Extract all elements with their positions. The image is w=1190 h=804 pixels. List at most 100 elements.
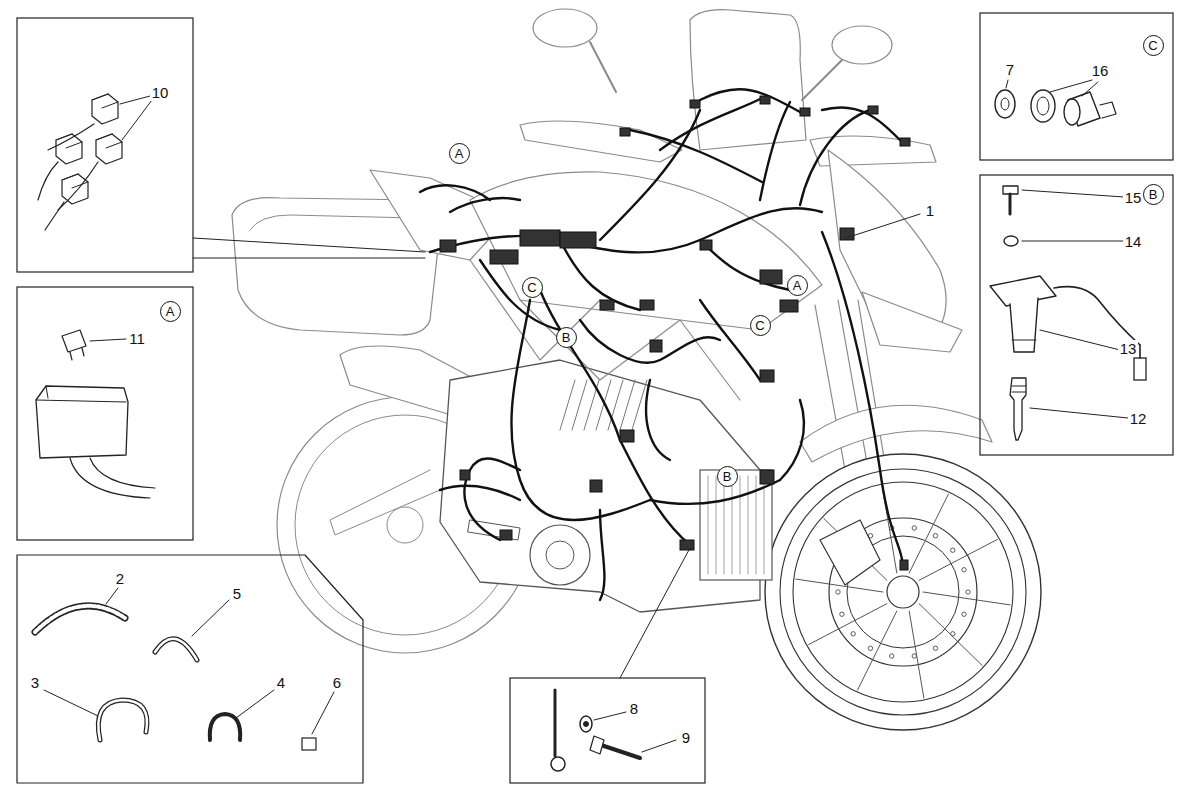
harness-wire <box>420 185 490 200</box>
connector <box>560 232 596 248</box>
callout-number: 4 <box>275 674 287 691</box>
callout-number: 14 <box>1123 233 1144 250</box>
disc-hole <box>951 548 955 552</box>
ground-wire <box>554 690 557 756</box>
circled-letter: C <box>522 277 543 298</box>
callout-letter: B <box>1149 188 1158 201</box>
screw-head <box>590 736 604 754</box>
harness-wire <box>464 458 520 540</box>
harness-wire <box>780 400 804 480</box>
disc-hole <box>933 534 937 538</box>
relay-wire <box>48 124 94 150</box>
disc-hole <box>966 590 970 594</box>
harness-wire <box>600 110 700 240</box>
connector <box>640 300 654 310</box>
disc-hole <box>933 646 937 650</box>
harness-wire <box>800 110 870 205</box>
leader-line <box>846 214 920 238</box>
right-mirror <box>832 26 892 64</box>
leader-line <box>44 690 98 716</box>
callout-letter: C <box>1148 39 1157 52</box>
connector <box>600 300 614 310</box>
disc-hole <box>962 612 966 616</box>
callout-letter: A <box>793 279 802 292</box>
screw-shank <box>598 744 640 758</box>
radiator-fin <box>740 476 741 574</box>
connector <box>460 470 470 480</box>
socket-face <box>1064 99 1080 125</box>
circled-letter: C <box>1143 35 1164 56</box>
engine-cover <box>530 525 590 585</box>
disc-hole <box>912 654 916 658</box>
connector <box>620 128 630 136</box>
connector <box>800 108 810 116</box>
callout-letter: C <box>527 281 536 294</box>
harness-wire <box>440 486 520 500</box>
washer <box>1004 236 1018 246</box>
leader-line <box>193 238 425 252</box>
connector <box>520 230 560 246</box>
harness-wire <box>560 240 640 310</box>
coil-band <box>1012 340 1036 341</box>
connector <box>868 106 878 114</box>
circled-letter: A <box>160 301 181 322</box>
relay-edge <box>56 134 82 148</box>
connector <box>760 96 770 104</box>
washer <box>580 716 592 732</box>
harness-wire <box>580 320 720 363</box>
leader-line <box>1022 190 1124 197</box>
inset-panel <box>510 678 705 783</box>
connector <box>680 540 694 550</box>
harness-wire <box>540 290 620 440</box>
harness-wire <box>822 107 902 142</box>
cylinder-fin <box>596 380 611 430</box>
harness-wire <box>600 510 604 600</box>
relay-wire <box>45 202 64 230</box>
socket-rear <box>1100 102 1116 118</box>
leader-line <box>1050 80 1092 92</box>
beak <box>862 292 962 352</box>
disc-hole <box>912 526 916 530</box>
relay <box>96 134 122 164</box>
saddlebag-seam <box>250 215 415 230</box>
leader-line <box>90 339 126 341</box>
washer <box>995 90 1015 118</box>
front-hub <box>887 576 919 608</box>
leader-line <box>106 588 118 604</box>
harness-wire <box>450 198 520 212</box>
radiator-fin <box>724 476 725 574</box>
callout-number: 12 <box>1128 410 1149 427</box>
swingarm <box>330 470 440 535</box>
leader-line <box>594 712 626 720</box>
clamp <box>98 700 147 740</box>
leader-line <box>193 258 425 259</box>
engine-cover-inner <box>546 541 574 569</box>
front-rim <box>793 482 1013 702</box>
cable-tie-inner <box>155 639 197 660</box>
disc-hole <box>851 632 855 636</box>
inset-panel <box>17 555 363 783</box>
radiator <box>700 470 772 580</box>
leader-line <box>236 690 274 718</box>
connector <box>760 370 774 382</box>
radiator-fin <box>716 476 717 574</box>
nut-ring <box>1031 90 1055 122</box>
harness-wire <box>822 232 903 565</box>
circled-letter: B <box>556 327 577 348</box>
connector <box>650 340 662 352</box>
mirror-stem <box>802 60 842 100</box>
spark-plug-hex <box>1012 386 1026 392</box>
connector <box>690 100 700 108</box>
callout-letter: B <box>562 331 571 344</box>
radiator-fin <box>708 476 709 574</box>
callout-number: 10 <box>150 84 171 101</box>
washer-hole <box>1001 98 1009 110</box>
callout-letter: C <box>755 319 764 332</box>
circled-letter: B <box>717 466 738 487</box>
wheel-spoke <box>909 611 924 698</box>
cable-tie <box>155 639 197 660</box>
coil-connector <box>1134 358 1146 380</box>
circled-letter: C <box>750 315 771 336</box>
